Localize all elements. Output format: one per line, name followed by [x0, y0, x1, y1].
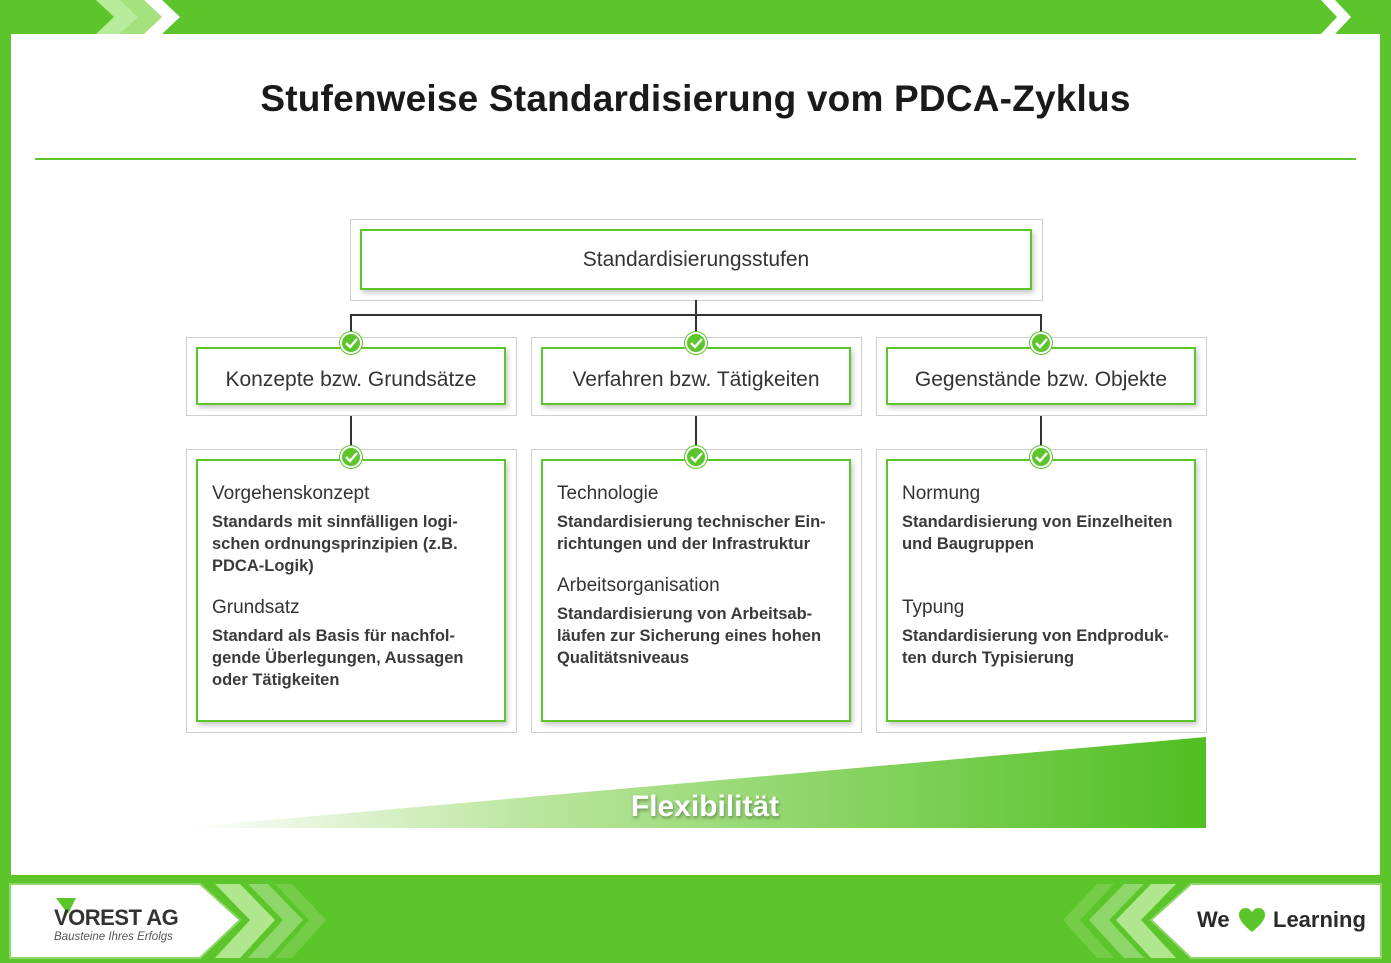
content-3: Normung Standardisierung von Einzelheite…: [902, 483, 1184, 669]
flexibility-label: Flexibilität: [630, 790, 780, 823]
content-box-3: Normung Standardisierung von Einzelheite…: [886, 459, 1196, 722]
checkmark-icon: [1030, 446, 1052, 468]
item-line: Standardisierung von Endproduk-: [902, 627, 1169, 645]
item-title: Technologie: [557, 483, 659, 504]
connector-col3-down: [1040, 314, 1042, 336]
logo-title: VOREST AG: [54, 905, 179, 930]
heading-label-3: Gegenstände bzw. Objekte: [914, 368, 1168, 391]
content-box-1: Vorgehenskonzept Standards mit sinnfälli…: [196, 459, 506, 722]
learning-label: Learning: [1273, 907, 1366, 932]
logo-triangle-icon: [56, 898, 76, 914]
item-line: gende Überlegungen, Aussagen: [212, 649, 464, 667]
connector-col1-down: [350, 314, 352, 336]
top-right-chevron-icon: [1321, 0, 1351, 34]
connector-col2-down: [695, 314, 697, 336]
item-line: Standard als Basis für nachfol-: [212, 627, 455, 645]
item-line: Standardisierung von Arbeitsab-: [557, 605, 813, 623]
item-line: Standardisierung technischer Ein-: [557, 513, 826, 531]
title-divider: [35, 158, 1356, 160]
flexibility-wedge: [180, 737, 1206, 828]
footer-right-plate: [1063, 883, 1382, 959]
we-label: We: [1197, 907, 1230, 932]
top-chevron-arrows-icon: [96, 0, 180, 34]
item-line: läufen zur Sicherung eines hohen: [557, 627, 822, 645]
connector-col3-mid: [1040, 416, 1042, 450]
page-title: Stufenweise Standardisierung vom PDCA-Zy…: [260, 78, 1131, 119]
heading-label-1: Konzepte bzw. Grundsätze: [225, 368, 477, 391]
checkmark-icon: [340, 332, 362, 354]
item-title: Vorgehenskonzept: [212, 483, 370, 504]
content-2: Technologie Standardisierung technischer…: [557, 483, 839, 669]
content-box-2: Technologie Standardisierung technischer…: [541, 459, 851, 722]
item-line: PDCA-Logik): [212, 557, 314, 575]
heading-box-3: Gegenstände bzw. Objekte: [886, 347, 1196, 405]
checkmark-icon: [685, 332, 707, 354]
checkmark-icon: [1030, 332, 1052, 354]
connector-col1-mid: [350, 416, 352, 450]
connector-root-down: [695, 300, 697, 315]
item-line: Standards mit sinnfälligen logi-: [212, 513, 458, 531]
heading-box-2: Verfahren bzw. Tätigkeiten: [541, 347, 851, 405]
heart-icon: [1239, 908, 1265, 932]
item-line: oder Tätigkeiten: [212, 671, 340, 689]
item-line: ten durch Typisierung: [902, 649, 1075, 667]
footer-left-plate: [9, 883, 326, 959]
heading-label-2: Verfahren bzw. Tätigkeiten: [572, 368, 820, 391]
item-line: schen ordnungsprinzipien (z.B.: [212, 535, 458, 553]
item-line: Qualitätsniveaus: [557, 649, 690, 667]
item-title: Normung: [902, 483, 981, 504]
content-1: Vorgehenskonzept Standards mit sinnfälli…: [212, 483, 494, 691]
root-box: Standardisierungsstufen: [360, 229, 1032, 290]
item-title: Typung: [902, 597, 965, 618]
root-label: Standardisierungsstufen: [582, 248, 810, 271]
item-title: Grundsatz: [212, 597, 300, 618]
item-line: Standardisierung von Einzelheiten: [902, 513, 1173, 531]
item-title: Arbeitsorganisation: [557, 575, 720, 596]
checkmark-icon: [340, 446, 362, 468]
logo-subtitle: Bausteine Ihres Erfolgs: [54, 931, 173, 943]
checkmark-icon: [685, 446, 707, 468]
item-line: und Baugruppen: [902, 535, 1034, 553]
item-line: richtungen und der Infrastruktur: [557, 535, 811, 553]
heading-box-1: Konzepte bzw. Grundsätze: [196, 347, 506, 405]
connector-col2-mid: [695, 416, 697, 450]
